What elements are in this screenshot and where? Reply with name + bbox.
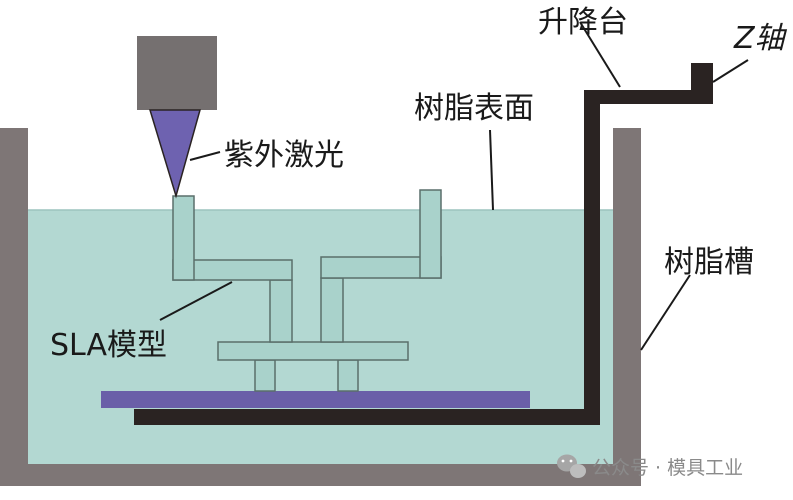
laser-head — [137, 36, 217, 110]
watermark-text: 公众号 · 模具工业 — [592, 457, 743, 479]
wechat-icon — [557, 454, 586, 478]
lift-arm — [134, 63, 713, 425]
model-base-bar — [217, 341, 409, 361]
label-lift-platform: 升降台 — [538, 5, 628, 40]
leader-resin-tank — [640, 274, 691, 351]
model-column-right — [320, 277, 344, 343]
leader-lift-platform — [579, 21, 621, 88]
build-platform — [101, 391, 530, 408]
leader-sla-model — [159, 281, 233, 321]
label-uv-laser: 紫外激光 — [224, 138, 344, 173]
label-sla-model: SLA模型 — [50, 328, 167, 363]
model-support-left — [254, 359, 276, 392]
model-support-right — [337, 359, 359, 392]
label-resin-surface: 树脂表面 — [414, 91, 534, 126]
watermark: 公众号 · 模具工业 — [557, 454, 743, 479]
model-stem-right — [419, 189, 442, 279]
leader-z-axis — [712, 59, 749, 83]
leader-resin-surface — [489, 129, 494, 211]
leader-lines — [159, 21, 749, 351]
sla-model — [172, 189, 442, 392]
model-stem-left — [172, 195, 195, 281]
model-column-left — [269, 279, 293, 343]
leader-uv-laser — [189, 151, 221, 161]
label-z-axis: Z轴 — [733, 21, 788, 56]
laser-beam — [148, 109, 201, 199]
label-resin-tank: 树脂槽 — [664, 245, 754, 280]
